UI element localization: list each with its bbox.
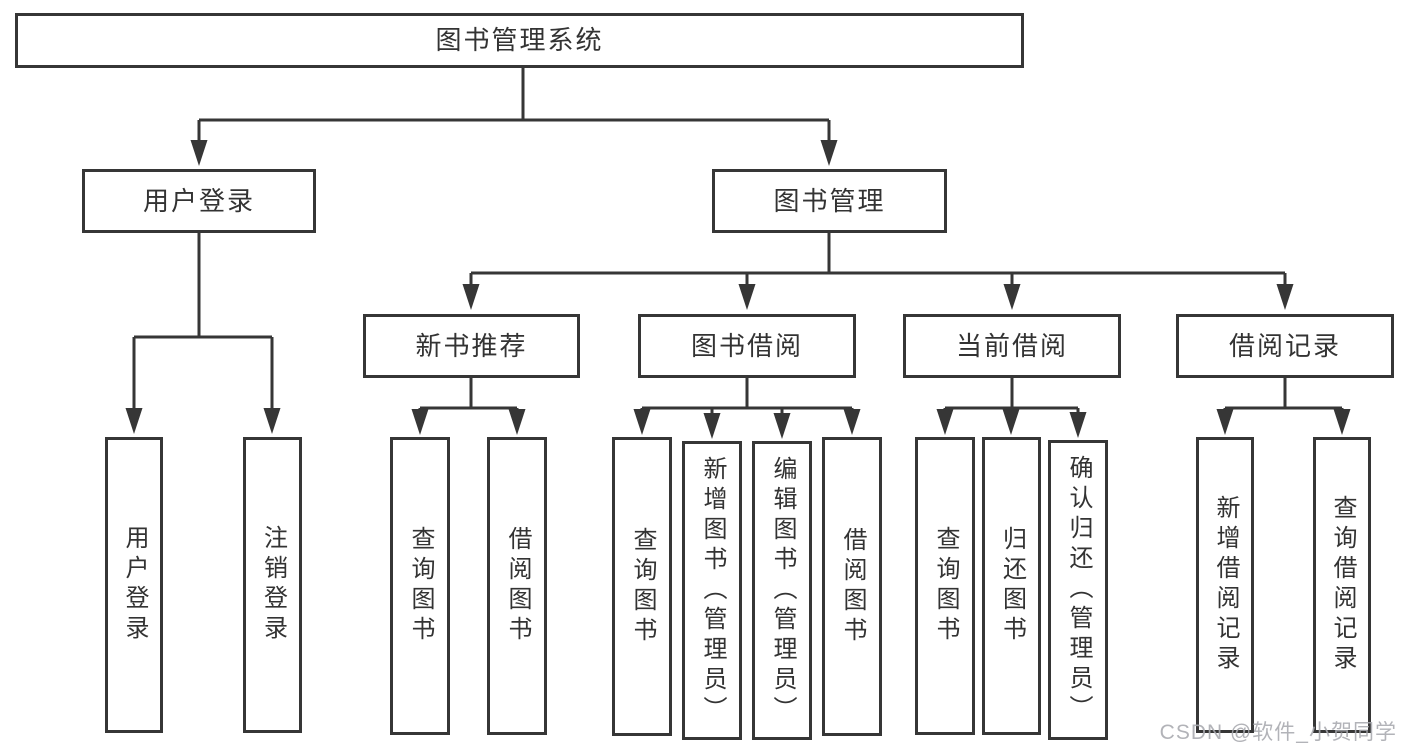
connector-book-borrow-branch bbox=[640, 378, 854, 418]
arrowhead bbox=[1276, 284, 1294, 310]
node-leaf-return-books: 归还图书 bbox=[982, 437, 1041, 735]
arrowhead bbox=[1003, 284, 1021, 310]
arrowhead bbox=[1333, 409, 1351, 435]
arrowhead bbox=[843, 409, 861, 435]
node-leaf-logout: 注销登录 bbox=[243, 437, 302, 733]
arrowhead bbox=[703, 413, 721, 439]
node-new-book-recommendation: 新书推荐 bbox=[363, 314, 580, 378]
arrowhead bbox=[411, 409, 429, 435]
arrowhead bbox=[936, 409, 954, 435]
connector-book-management-branch bbox=[469, 233, 1287, 292]
node-book-borrowing: 图书借阅 bbox=[638, 314, 856, 378]
node-leaf-borrow-books: 借阅图书 bbox=[822, 437, 882, 736]
arrowhead bbox=[462, 284, 480, 310]
arrowhead bbox=[508, 409, 526, 435]
node-leaf-add-book-admin: 新增图书（管理员） bbox=[682, 441, 742, 740]
node-library-management-system: 图书管理系统 bbox=[15, 13, 1024, 68]
node-leaf-user-login: 用户登录 bbox=[105, 437, 163, 733]
node-leaf-borrow-books-recommend: 借阅图书 bbox=[487, 437, 547, 735]
arrowhead bbox=[263, 408, 281, 434]
node-borrowing-records: 借阅记录 bbox=[1176, 314, 1394, 378]
watermark-text: CSDN @软件_小贺同学 bbox=[1159, 721, 1397, 744]
node-leaf-query-borrow-record: 查询借阅记录 bbox=[1313, 437, 1371, 733]
arrowhead bbox=[738, 284, 756, 310]
arrowhead bbox=[820, 140, 838, 166]
node-current-borrowing: 当前借阅 bbox=[903, 314, 1121, 378]
node-leaf-confirm-return-admin: 确认归还（管理员） bbox=[1048, 440, 1108, 740]
node-user-login: 用户登录 bbox=[82, 169, 316, 233]
connector-new-book-branch bbox=[418, 378, 519, 414]
arrowhead bbox=[633, 409, 651, 435]
connector-root-to-level2 bbox=[197, 68, 831, 146]
connector-user-login-branch bbox=[132, 233, 274, 416]
node-leaf-query-books-current: 查询图书 bbox=[915, 437, 975, 735]
node-leaf-add-borrow-record: 新增借阅记录 bbox=[1196, 437, 1254, 733]
arrowhead bbox=[190, 140, 208, 166]
node-leaf-query-books-recommend: 查询图书 bbox=[390, 437, 450, 735]
node-leaf-query-books-borrow: 查询图书 bbox=[612, 437, 672, 736]
arrowhead bbox=[1002, 409, 1020, 435]
connector-borrow-records-branch bbox=[1223, 378, 1344, 414]
arrowhead bbox=[1069, 412, 1087, 438]
arrowhead bbox=[125, 408, 143, 434]
node-leaf-edit-book-admin: 编辑图书（管理员） bbox=[752, 441, 812, 740]
arrowhead bbox=[1216, 409, 1234, 435]
node-book-management: 图书管理 bbox=[712, 169, 947, 233]
arrowhead bbox=[773, 413, 791, 439]
